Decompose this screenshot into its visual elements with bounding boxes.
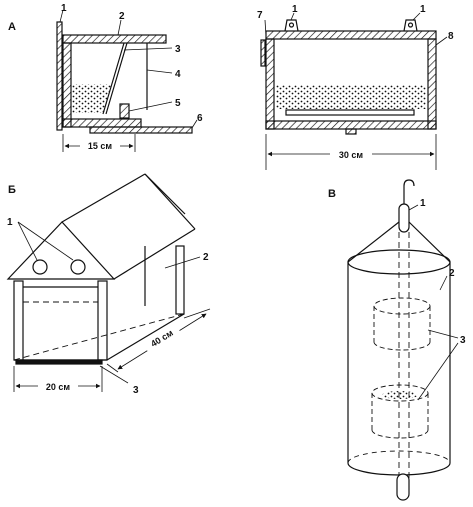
panel-b-letter: Б [8, 184, 16, 196]
panel-a-right-labels: 7 1 1 8 30 см [257, 4, 454, 160]
hanging-tab-right [403, 19, 418, 32]
label-r8: 8 [448, 31, 454, 42]
lower-cup-seeds [382, 391, 418, 399]
leader-1 [59, 9, 64, 23]
panel-v-labels: В 1 2 3 [328, 188, 466, 346]
tab-hole-right [407, 22, 414, 28]
dim-b40-bg [142, 323, 181, 353]
leader-v3b [417, 342, 459, 401]
label-b1: 1 [7, 217, 13, 228]
bottom-rod [396, 473, 410, 501]
slanted-glass-2 [105, 42, 128, 115]
upper-cup-top [373, 297, 431, 315]
leader-b1a [17, 221, 38, 261]
front-post-left [13, 280, 24, 361]
label-a6: 6 [197, 113, 203, 124]
entrance-hole-left [32, 259, 48, 275]
seed-heap [72, 84, 112, 113]
leader-2 [117, 19, 122, 36]
roof-ridge [61, 173, 146, 223]
leader-5 [128, 101, 173, 112]
right-side-wall-right [427, 38, 437, 130]
roof-eave-right [113, 228, 196, 280]
right-side-wall-left [265, 38, 275, 130]
back-post [56, 21, 63, 131]
label-a5: 5 [175, 98, 181, 109]
label-a4: 4 [175, 69, 181, 80]
dim-right-text: 30 см [339, 150, 364, 160]
panel-v-letter: В [328, 188, 336, 200]
dim-b40-text: 40 см [149, 327, 175, 348]
right-mount-block [345, 128, 357, 135]
glass-strip-left [260, 39, 266, 67]
leader-7 [264, 19, 267, 37]
bottom-board [62, 118, 142, 128]
leader-4 [146, 69, 173, 74]
leader-b3 [99, 365, 129, 384]
label-a2: 2 [119, 11, 125, 22]
dim-b40-ext-a [106, 363, 119, 373]
panel-b-labels: Б 1 2 3 20 см 40 см [7, 184, 209, 396]
tab-hole-left [288, 22, 295, 28]
panel-v-tube-feeder [347, 179, 459, 501]
dim-right-bg [330, 148, 372, 160]
top-rod [398, 203, 410, 233]
hanging-hook [403, 179, 415, 204]
panel-a-left-labels: 1 2 3 4 5 6 15 см [61, 3, 203, 152]
leader-3 [123, 47, 173, 51]
back-post [175, 245, 185, 315]
leader-b1b [17, 221, 74, 261]
right-tray [285, 109, 415, 116]
label-b2: 2 [203, 252, 209, 263]
right-seed-layer [276, 85, 426, 109]
dim-left-bg [80, 140, 120, 152]
label-r7: 7 [257, 10, 263, 21]
leader-v2 [439, 275, 448, 291]
tray-lip [15, 359, 103, 365]
front-gable [6, 221, 116, 280]
leader-r1a [290, 12, 295, 21]
panel-a-right-feeder [260, 12, 448, 170]
panel-b-house-feeder [6, 173, 211, 392]
base-plank [89, 126, 193, 134]
label-v2: 2 [449, 268, 455, 279]
leader-r1b [412, 12, 421, 21]
panel-a-left-feeder: А [8, 9, 198, 152]
leader-v3a [427, 329, 459, 339]
dim-b40-ext-b [183, 308, 211, 319]
front-post-right [97, 280, 108, 361]
label-v1: 1 [420, 198, 426, 209]
leader-b2 [164, 256, 201, 269]
back-gable-inner [144, 173, 186, 215]
lower-cup-bottom [371, 429, 429, 439]
panel-a-letter: А [8, 21, 16, 33]
right-roof-board [265, 30, 437, 40]
right-bottom-board [265, 120, 437, 130]
label-r1b: 1 [420, 4, 426, 15]
back-wall [62, 42, 72, 128]
dim-b20-text: 20 см [46, 382, 71, 392]
dim-left-text: 15 см [88, 141, 113, 151]
leader-8 [435, 36, 448, 46]
upper-cup-bottom [373, 341, 431, 351]
label-v3: 3 [460, 335, 466, 346]
hanging-tab-left [284, 19, 299, 32]
bottom-rim-back [347, 450, 451, 464]
leader-6 [191, 119, 198, 129]
stopper-block [119, 103, 130, 119]
label-a3: 3 [175, 44, 181, 55]
leader-v1 [408, 204, 419, 211]
label-b3: 3 [133, 385, 139, 396]
dim-b20-bg [38, 380, 78, 392]
label-a1: 1 [61, 3, 67, 14]
roof-board [62, 34, 167, 44]
entrance-hole-right [70, 259, 86, 275]
label-r1a: 1 [292, 4, 298, 15]
